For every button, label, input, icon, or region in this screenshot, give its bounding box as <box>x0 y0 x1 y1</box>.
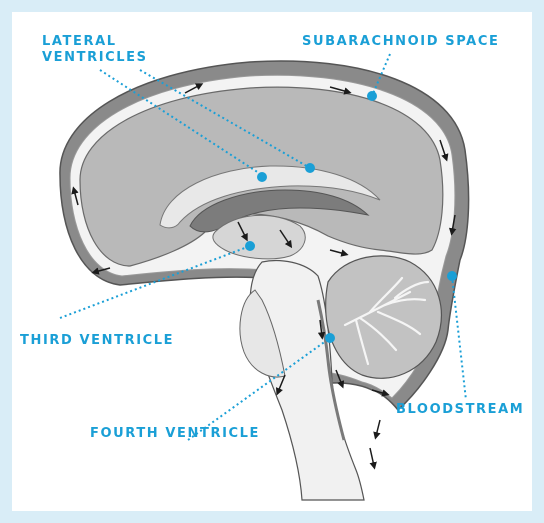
label-lateral-ventricles-line1: LATERAL <box>42 34 148 50</box>
label-lateral-ventricles-line2: VENTRICLES <box>42 50 148 66</box>
label-bloodstream: BLOODSTREAM <box>396 402 524 418</box>
cerebellum <box>326 256 442 378</box>
label-lateral-ventricles: LATERAL VENTRICLES <box>42 34 148 66</box>
label-fourth-ventricle: FOURTH VENTRICLE <box>90 426 260 442</box>
label-third-ventricle: THIRD VENTRICLE <box>20 333 174 349</box>
label-subarachnoid-space: SUBARACHNOID SPACE <box>302 34 499 50</box>
